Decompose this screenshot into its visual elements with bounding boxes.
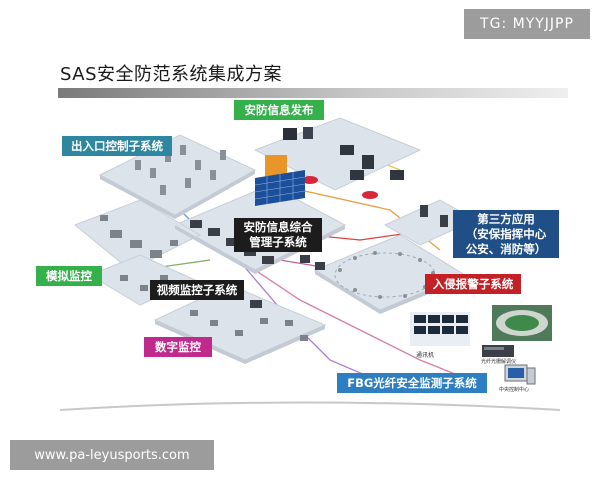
control-center-pc [504,364,536,385]
page-title: SAS安全防范系统集成方案 [60,64,282,85]
title-underline-bar [58,88,568,98]
third-party-devices [420,205,448,227]
access-control-devices [135,145,226,195]
digital-devices [190,300,308,341]
label-core-line-2: 管理子系统 [249,235,307,249]
core-devices [190,220,325,270]
stadium-image [492,305,552,341]
fbg-screen-array [410,312,470,346]
label-digital-monitor: 数字监控 [144,337,212,357]
fbg-host-device [482,345,514,357]
label-fbg-monitoring: FBG光纤安全监测子系统 [337,373,487,393]
caption-server-room: 通讯机 [416,352,435,359]
label-core-line-1: 安防信息综合 [243,220,313,234]
caption-control-center: 中央控制中心 [499,387,530,393]
label-third-party-line-3: 公安、消防等） [465,241,547,256]
telegram-watermark: TG: MYYJJPP [464,9,590,39]
label-analog-monitor: 模拟监控 [36,266,102,286]
caption-fbg-host: 光纤光栅解调仪 [481,359,517,365]
website-watermark: www.pa-leyusports.com [10,440,214,470]
label-info-release: 安防信息发布 [234,100,324,120]
platform-intrusion [313,234,467,311]
analog-devices [100,215,178,291]
video-wall [254,170,306,206]
label-intrusion-alarm: 入侵报警子系统 [425,274,521,294]
label-video-monitor: 视频监控子系统 [150,280,244,300]
label-third-party: 第三方应用 （安保指挥中心 公安、消防等） [453,210,559,258]
label-third-party-line-1: 第三方应用 [477,211,535,226]
label-core-management: 安防信息综合 管理子系统 [234,218,322,252]
label-access-control: 出入口控制子系统 [62,136,172,156]
label-third-party-line-2: （安保指挥中心 [465,226,547,241]
info-release-devices [265,127,404,199]
